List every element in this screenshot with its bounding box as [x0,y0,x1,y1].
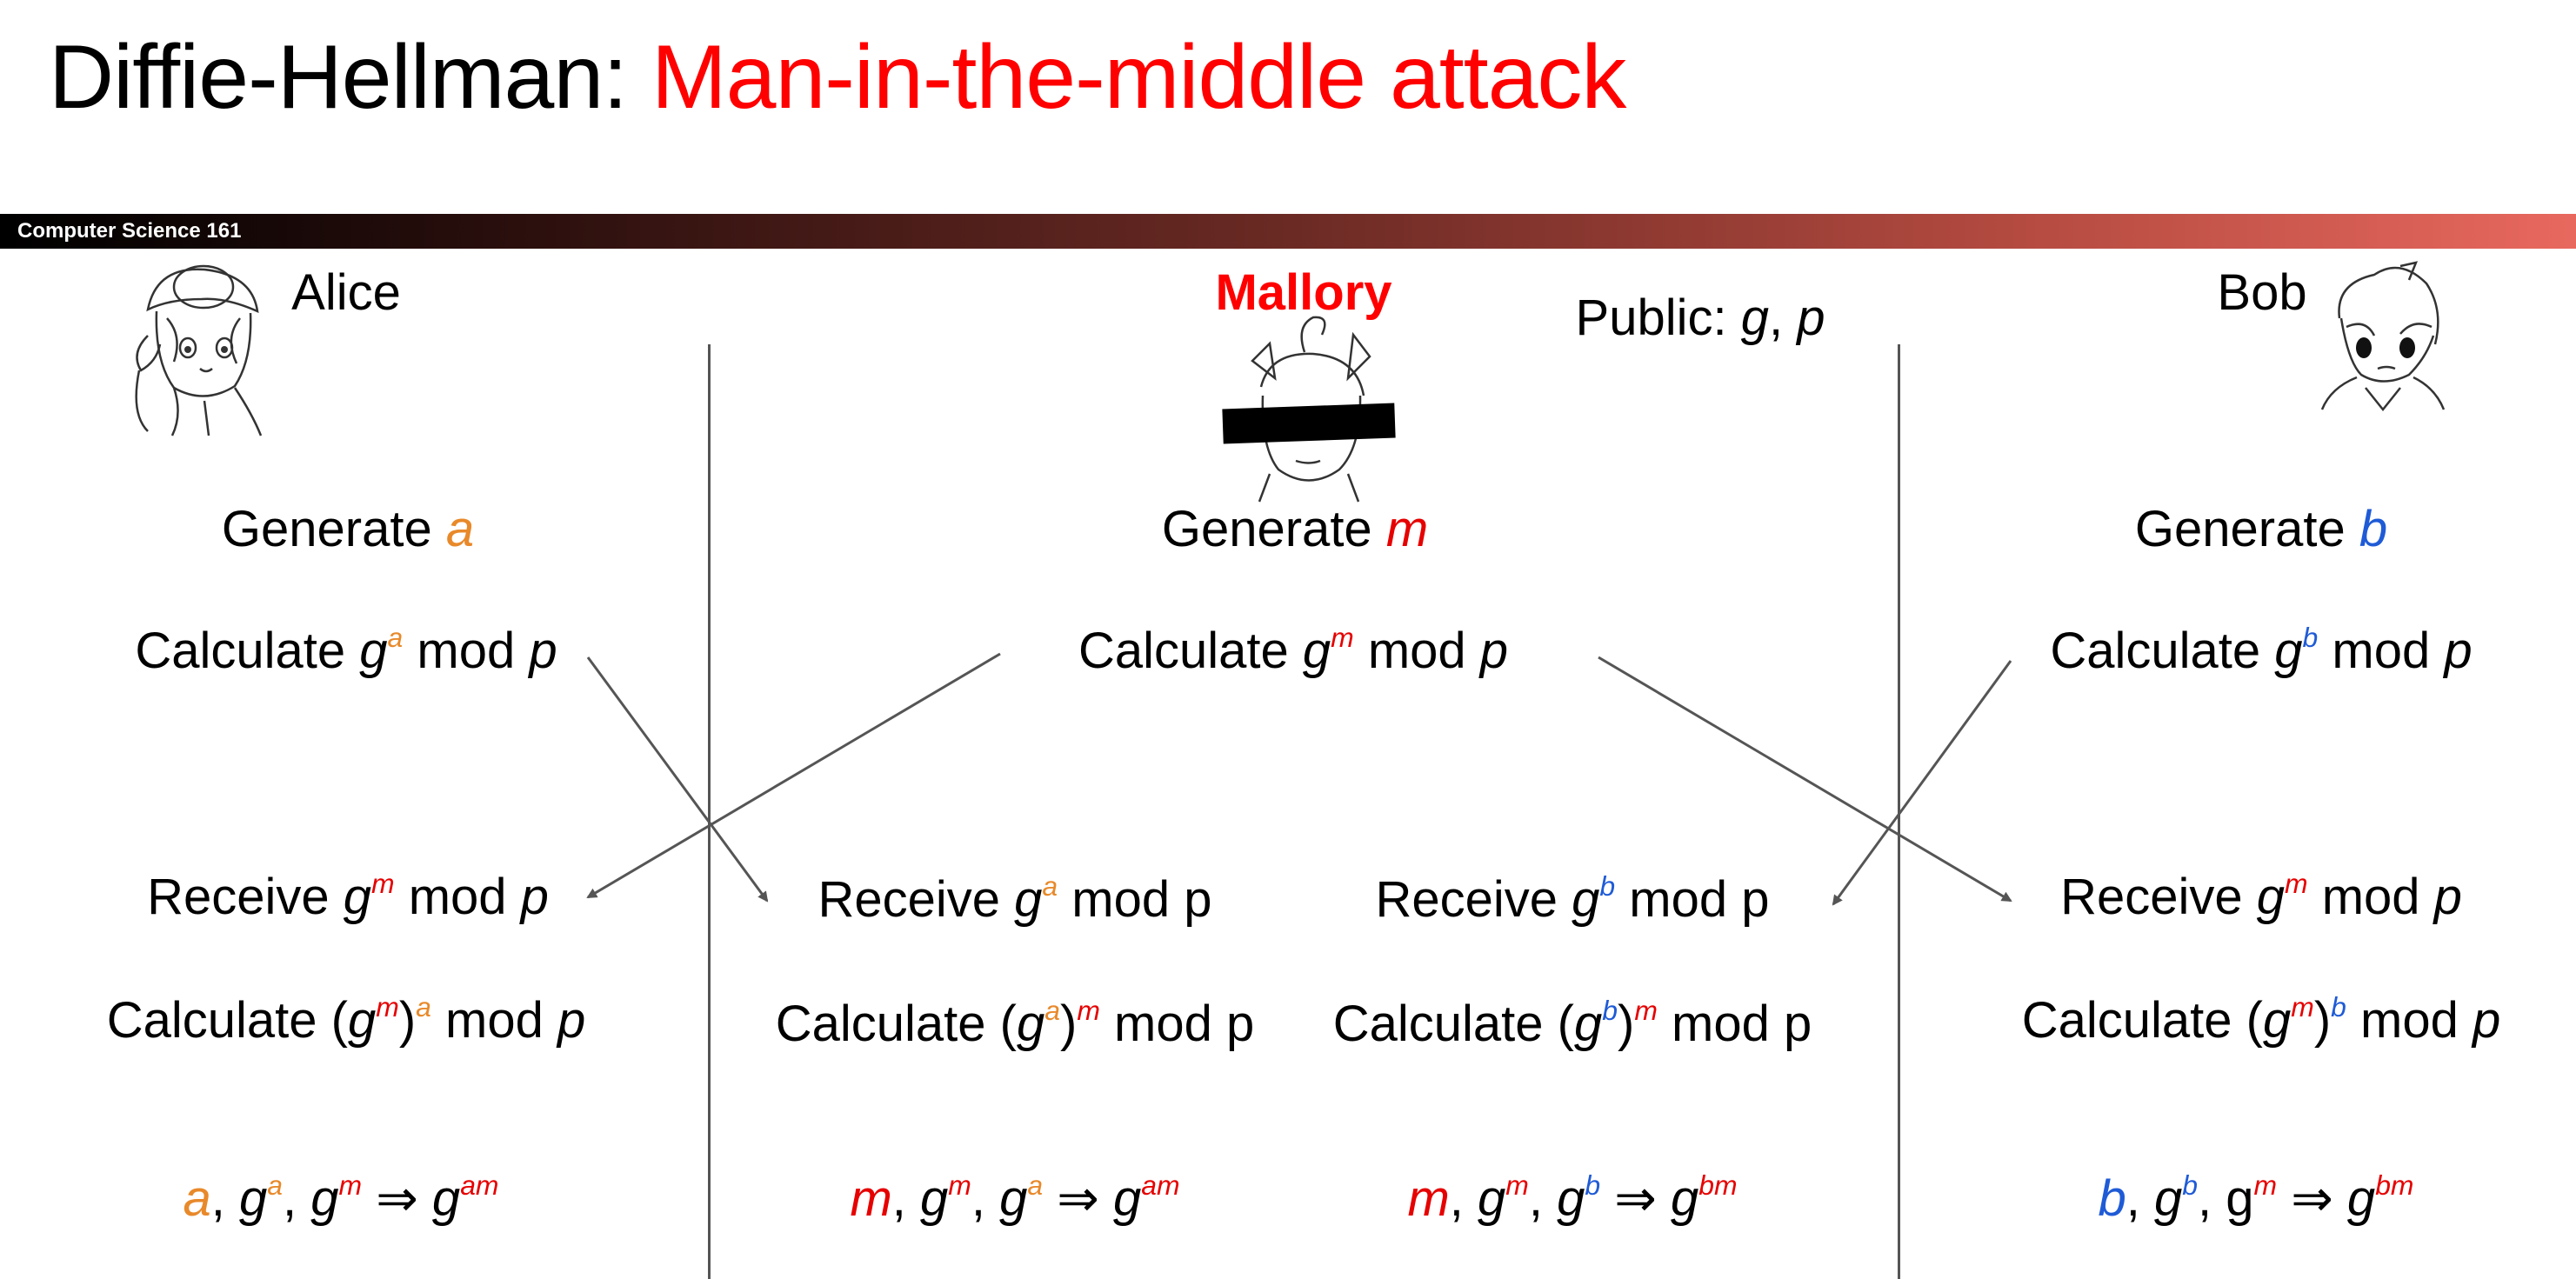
divider-right [1898,344,1900,1279]
bob-calc-public: Calculate gb mod p [2050,622,2473,679]
public-params: Public: g, p [1575,290,1825,346]
alice-avatar [135,264,263,436]
mallory-calc-shared-a: Calculate (ga)m mod p [775,995,1255,1052]
mallory-generate: Generate m [1161,501,1429,557]
arrow-mallory-to-bob [1598,656,2012,903]
divider-left [708,344,711,1279]
alice-result: a, ga, gm ⇒ gam [183,1169,499,1227]
mallory-result-a: m, gm, ga ⇒ gam [850,1169,1180,1227]
mallory-receive-b: Receive gb mod p [1375,870,1770,928]
mallory-calc-shared-b: Calculate (gb)m mod p [1332,995,1812,1052]
mallory-avatar [1222,316,1396,503]
mallory-calc-public: Calculate gm mod p [1078,622,1509,679]
title-prefix: Diffie-Hellman: [49,27,651,128]
bob-receive: Receive gm mod p [2060,868,2462,925]
alice-generate: Generate a [221,501,475,557]
bob-name: Bob [2217,264,2307,321]
alice-name: Alice [291,264,401,321]
mallory-name: Mallory [1215,264,1392,321]
bob-generate: Generate b [2134,501,2388,557]
alice-calc-public: Calculate ga mod p [135,622,557,679]
course-banner: Computer Science 161 [0,214,2576,249]
arrow-alice-to-mallory [586,656,769,903]
mallory-receive-a: Receive ga mod p [818,870,1212,928]
alice-receive: Receive gm mod p [147,868,549,925]
mallory-result-b: m, gm, gb ⇒ gbm [1407,1169,1738,1227]
title-highlight: Man-in-the-middle attack [651,27,1626,128]
bob-result: b, gb, gm ⇒ gbm [2098,1169,2414,1227]
alice-calc-shared: Calculate (gm)a mod p [106,991,586,1049]
bob-avatar [2320,261,2446,412]
arrow-bob-to-mallory [1832,660,2012,906]
page-title: Diffie-Hellman: Man-in-the-middle attack [49,26,1626,130]
arrow-mallory-to-alice [586,652,1001,899]
banner-text: Computer Science 161 [17,219,242,243]
bob-calc-shared: Calculate (gm)b mod p [2021,991,2501,1049]
